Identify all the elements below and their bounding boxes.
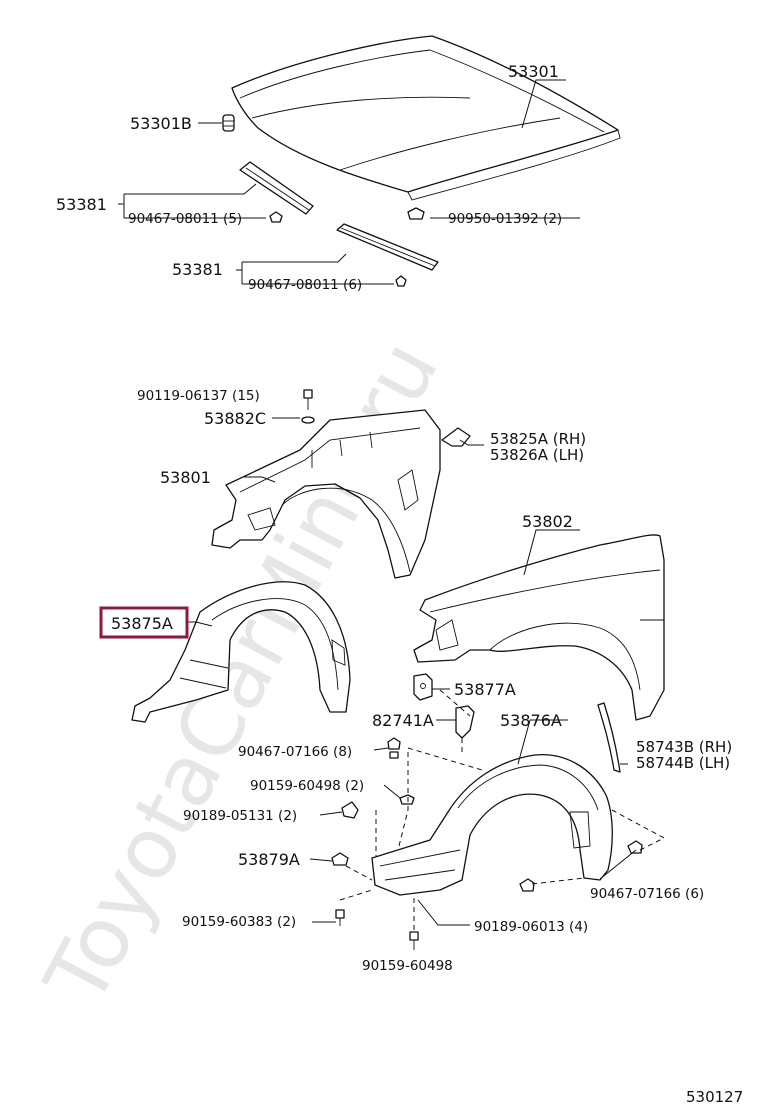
clip-82741a-part	[455, 705, 475, 739]
fasteners	[331, 737, 643, 950]
part-labels: 53301 53301B 53381 90467-08011 (5) 90950…	[56, 62, 743, 1106]
label-fender-right[interactable]: 53802	[522, 512, 573, 531]
page-code: 530127	[686, 1088, 743, 1106]
fender-apron-part	[211, 409, 441, 579]
label-liner-right[interactable]: 53876A	[500, 711, 562, 730]
highlight-box	[99, 606, 189, 639]
assembly-lines	[339, 689, 666, 930]
label-bracket-rh[interactable]: 53825A (RH)	[490, 430, 586, 448]
label-liner-left[interactable]: 53875A	[111, 614, 173, 633]
label-molding-rh[interactable]: 58743B (RH)	[636, 738, 732, 756]
molding-part	[597, 702, 621, 773]
label-bracket-lh[interactable]: 53826A (LH)	[490, 446, 584, 464]
label-stay[interactable]: 53877A	[454, 680, 516, 699]
hood-seal-lower-part	[336, 223, 439, 271]
label-clip-07166-8[interactable]: 90467-07166 (8)	[238, 744, 352, 760]
hood-cushion-part	[222, 114, 235, 132]
label-screw-60383[interactable]: 90159-60383 (2)	[182, 914, 296, 930]
label-washer[interactable]: 53882C	[204, 409, 266, 428]
stay-part	[413, 673, 433, 701]
hood-seal-upper-part	[239, 161, 314, 215]
label-seal-upper-clip[interactable]: 90467-08011 (5)	[128, 211, 242, 227]
small-clips-hood	[269, 207, 425, 287]
label-hood-nut[interactable]: 90950-01392 (2)	[448, 211, 562, 227]
label-seal-lower[interactable]: 53381	[172, 260, 223, 279]
label-hood[interactable]: 53301	[508, 62, 559, 81]
label-clip-82741a[interactable]: 82741A	[372, 711, 434, 730]
label-seal-lower-clip[interactable]: 90467-08011 (6)	[248, 277, 362, 293]
label-molding-lh[interactable]: 58744B (LH)	[636, 754, 730, 772]
label-screw-06013[interactable]: 90189-06013 (4)	[474, 919, 588, 935]
bolt-top-part	[301, 389, 315, 424]
leader-lines	[118, 79, 637, 926]
fender-right-part	[413, 534, 665, 721]
hood-part	[231, 35, 621, 201]
label-hood-cushion[interactable]: 53301B	[130, 114, 192, 133]
label-screw-60498[interactable]: 90159-60498	[362, 958, 453, 974]
label-clip-07166-6[interactable]: 90467-07166 (6)	[590, 886, 704, 902]
label-screw-05131[interactable]: 90189-05131 (2)	[183, 808, 297, 824]
label-screw-60498-2[interactable]: 90159-60498 (2)	[250, 778, 364, 794]
label-bolt-top[interactable]: 90119-06137 (15)	[137, 388, 260, 404]
liner-left-part	[131, 581, 351, 723]
label-fender-apron[interactable]: 53801	[160, 468, 211, 487]
label-clip-53879a[interactable]: 53879A	[238, 850, 300, 869]
label-seal-upper[interactable]: 53381	[56, 195, 107, 214]
liner-right-part	[371, 754, 613, 896]
